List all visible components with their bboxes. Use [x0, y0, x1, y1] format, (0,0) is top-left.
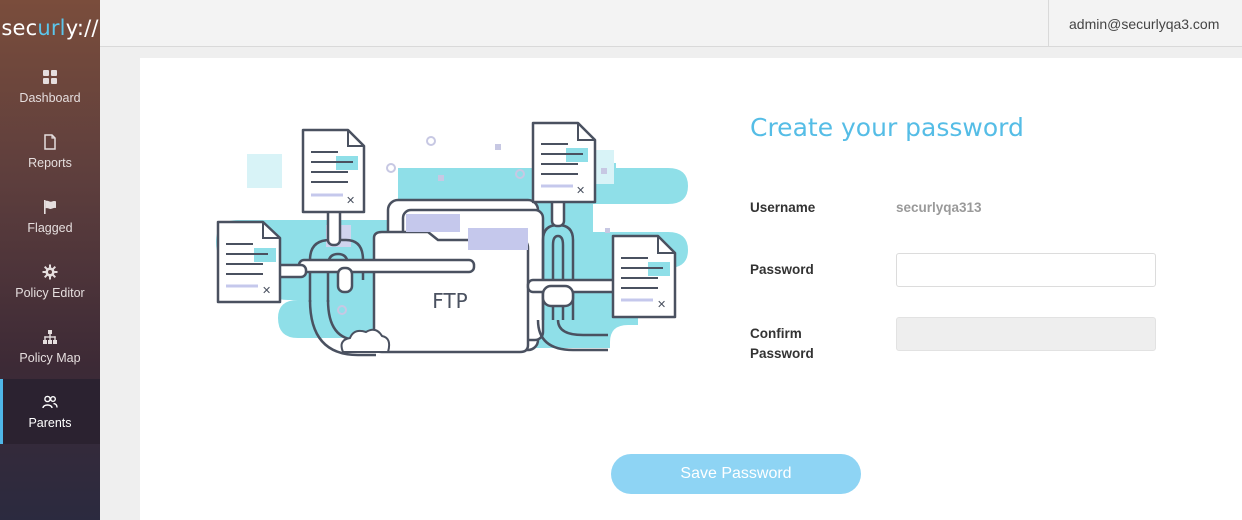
users-icon	[42, 395, 58, 408]
sidebar-item-label: Policy Map	[19, 350, 81, 365]
confirm-password-label: Confirm Password	[750, 324, 814, 364]
sidebar-item-label: Parents	[28, 415, 72, 430]
user-email: admin@securlyqa3.com	[1069, 15, 1220, 32]
folder-label: FTP	[432, 289, 467, 313]
create-password-card: ✕ ✕ ✕ ✕ FTP Cr	[140, 58, 1242, 520]
sidebar-item-reports[interactable]: Reports	[0, 119, 100, 184]
sidebar-item-policy-editor[interactable]: Policy Editor	[0, 249, 100, 314]
sidebar-item-label: Policy Editor	[15, 285, 85, 300]
flag-icon	[44, 199, 56, 214]
sidebar-item-label: Reports	[28, 155, 72, 170]
sidebar-item-label: Dashboard	[19, 90, 81, 105]
svg-text:✕: ✕	[576, 184, 585, 197]
confirm-password-input[interactable]	[896, 317, 1156, 351]
sidebar-item-parents[interactable]: Parents	[0, 379, 100, 444]
username-label: Username	[750, 200, 816, 215]
confirm-label-line1: Confirm	[750, 326, 802, 341]
save-password-button[interactable]: Save Password	[611, 454, 861, 494]
password-label: Password	[750, 262, 814, 277]
document-icon	[44, 133, 56, 150]
username-value: securlyqa313	[896, 200, 982, 215]
password-input[interactable]	[896, 253, 1156, 287]
sitemap-icon	[43, 329, 57, 344]
page-title: Create your password	[750, 113, 1024, 142]
ftp-illustration: ✕ ✕ ✕ ✕ FTP	[216, 121, 688, 357]
svg-text:✕: ✕	[262, 284, 271, 297]
svg-text:✕: ✕	[657, 298, 666, 311]
sidebar-item-flagged[interactable]: Flagged	[0, 184, 100, 249]
sidebar-item-label: Flagged	[27, 220, 73, 235]
gear-icon	[42, 264, 58, 279]
dashboard-icon	[43, 69, 57, 84]
sidebar-item-dashboard[interactable]: Dashboard	[0, 54, 100, 119]
confirm-label-line2: Password	[750, 346, 814, 361]
sidebar-item-policy-map[interactable]: Policy Map	[0, 314, 100, 379]
user-account-menu[interactable]: admin@securlyqa3.com	[1048, 0, 1242, 47]
svg-text:✕: ✕	[346, 194, 355, 207]
top-header: admin@securlyqa3.com	[100, 0, 1242, 47]
